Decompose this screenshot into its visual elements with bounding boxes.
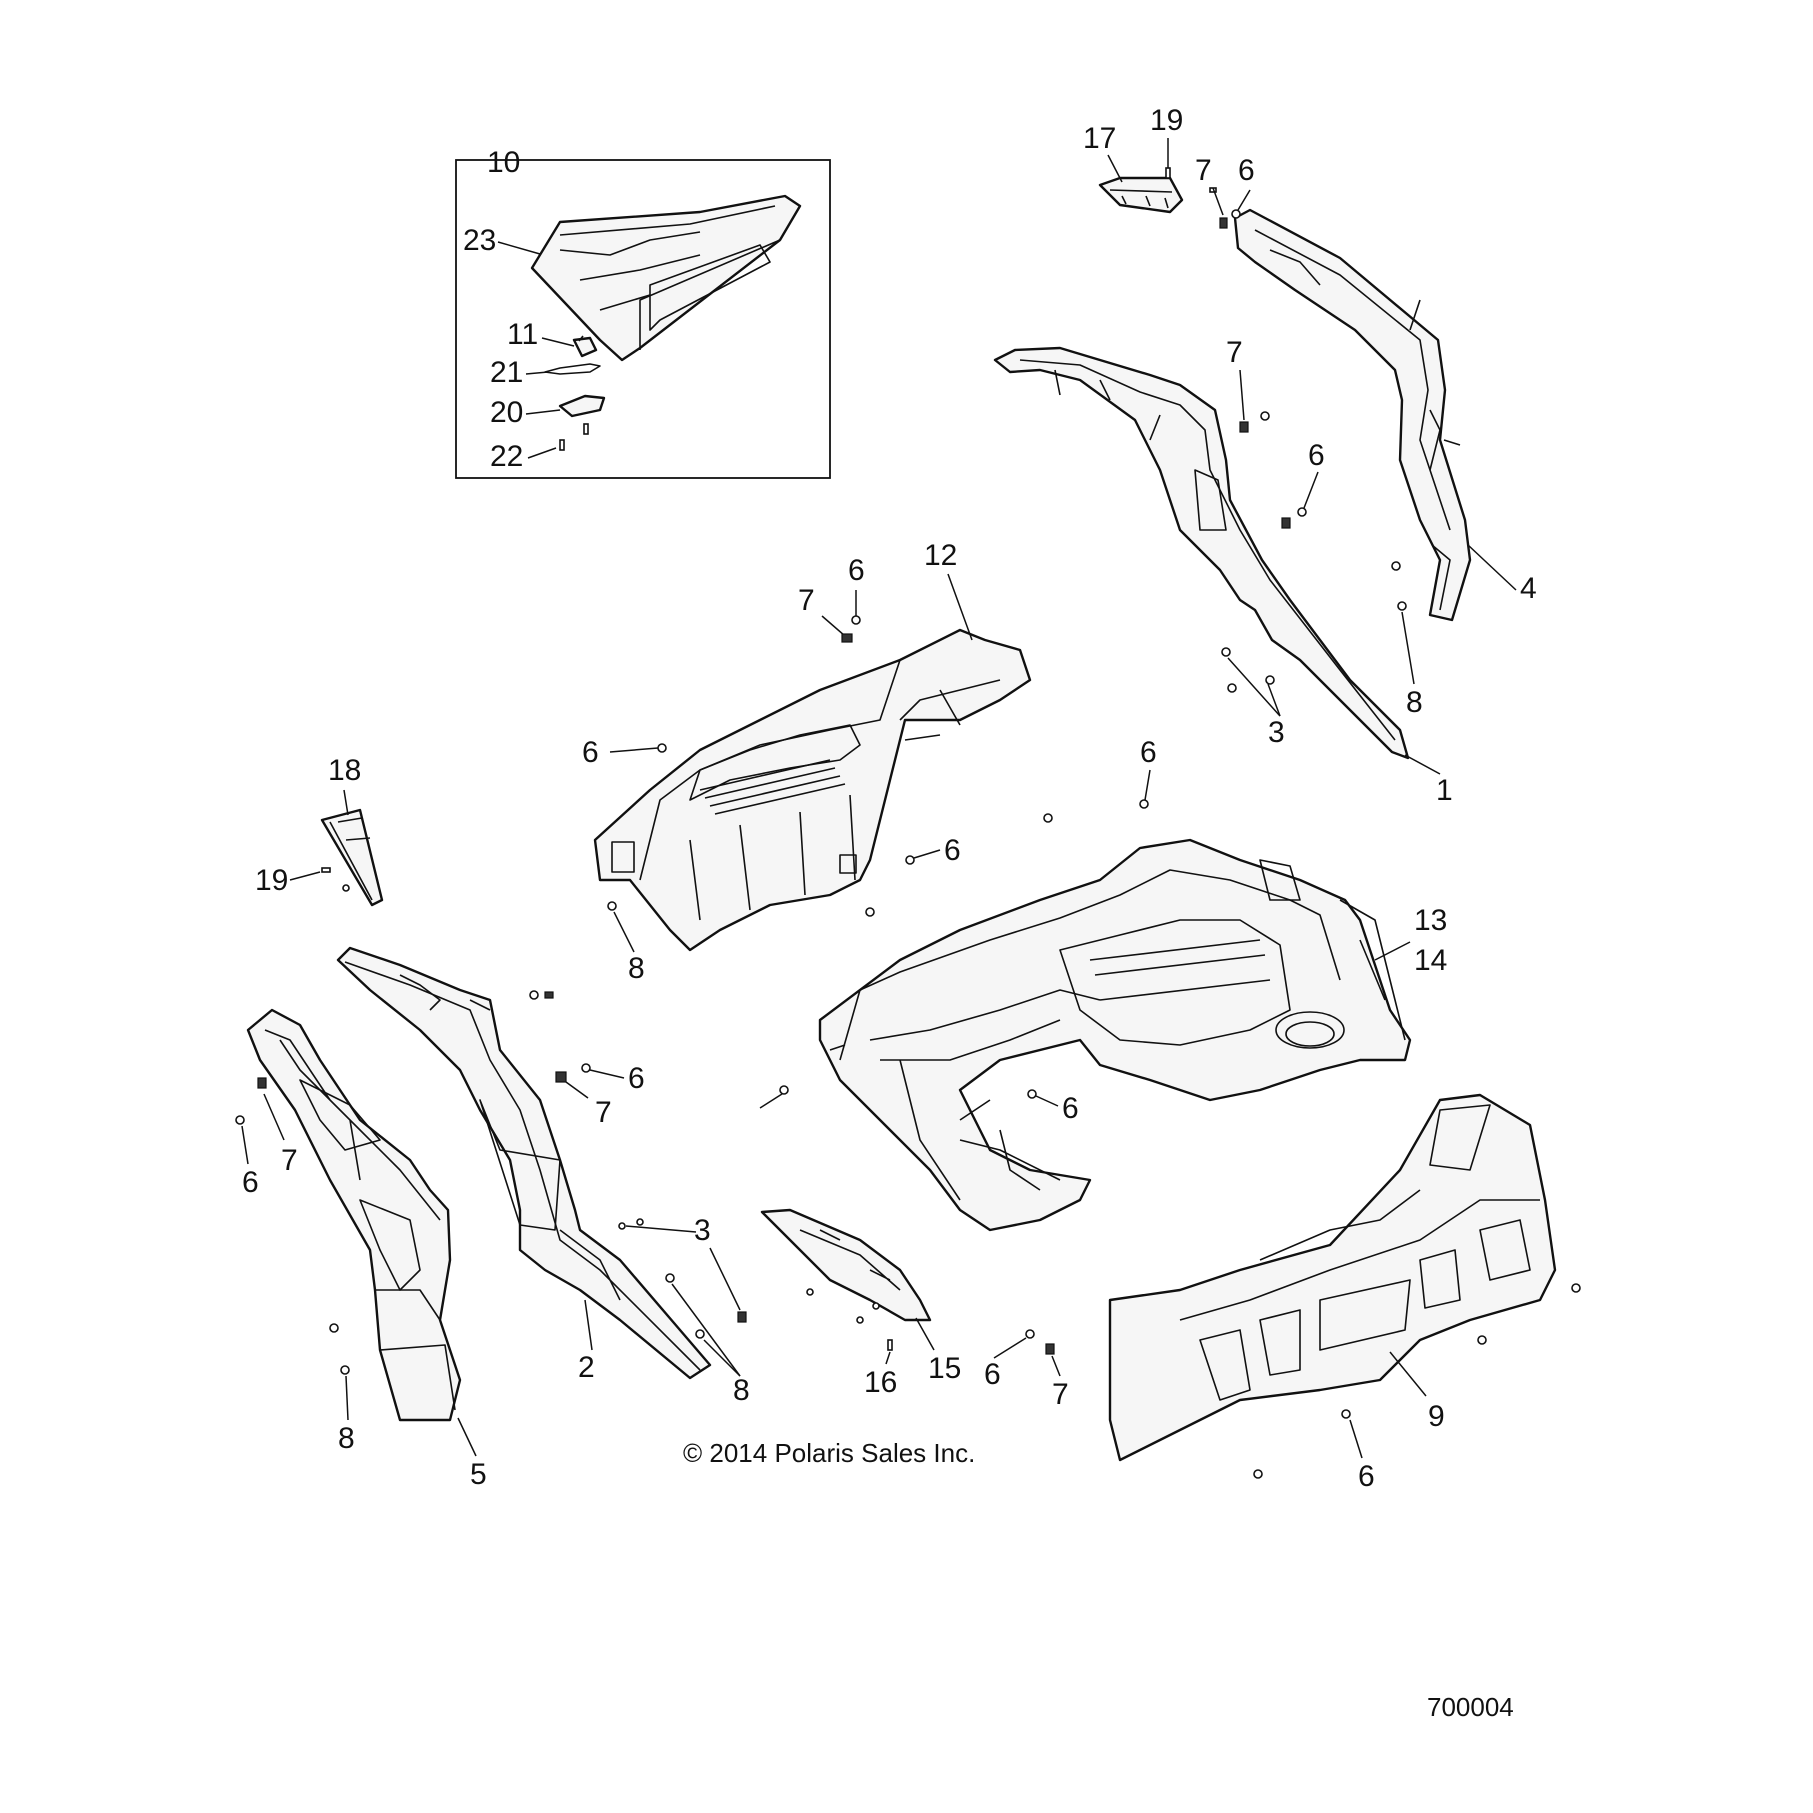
callout-7-topright: 7 (1195, 154, 1212, 187)
callout-16: 16 (864, 1366, 897, 1399)
copyright-notice: © 2014 Polaris Sales Inc. (683, 1438, 975, 1468)
latch-part-11 (572, 335, 598, 358)
callout-12: 12 (924, 539, 957, 572)
callout-6-box-left: 6 (582, 736, 599, 769)
callout-4: 4 (1520, 572, 1537, 605)
callout-8-leftpanel: 8 (338, 1422, 355, 1455)
callout-21: 21 (490, 356, 523, 389)
callout-8-box: 8 (628, 952, 645, 985)
callout-6-tailgate: 6 (1358, 1460, 1375, 1493)
callout-6-cargo-top: 6 (1140, 736, 1157, 769)
left-side-panel-part-5 (246, 1008, 462, 1422)
callout-6-rail: 6 (628, 1062, 645, 1095)
side-rail-part-1 (993, 346, 1410, 760)
callout-22: 22 (490, 440, 523, 473)
callout-8-rail: 8 (733, 1374, 750, 1407)
callout-1: 1 (1436, 774, 1453, 807)
callout-19-left: 19 (255, 864, 288, 897)
callout-7-leftpanel: 7 (281, 1144, 298, 1177)
callout-5: 5 (470, 1458, 487, 1491)
callout-18: 18 (328, 754, 361, 787)
callout-6-box-top: 6 (848, 554, 865, 587)
storage-tray-part-23 (530, 194, 802, 362)
callout-10: 10 (487, 146, 520, 179)
callout-7-mid: 7 (1226, 336, 1243, 369)
callout-15: 15 (928, 1352, 961, 1385)
screw-part-22a (559, 439, 565, 451)
callout-9: 9 (1428, 1400, 1445, 1433)
callout-7-rail: 7 (595, 1096, 612, 1129)
cable-part-21 (544, 363, 601, 375)
front-storage-box-part-12 (593, 628, 1032, 952)
callout-3-right: 3 (1268, 716, 1285, 749)
callout-3-left: 3 (694, 1214, 711, 1247)
screw-part-22b (583, 423, 589, 435)
callout-7-box: 7 (798, 584, 815, 617)
callout-7-floor: 7 (1052, 1378, 1069, 1411)
callout-14: 14 (1414, 944, 1447, 977)
inset-box-storage-tray: 10 23 11 21 20 22 (455, 146, 831, 479)
callout-2: 2 (578, 1351, 595, 1384)
callout-6-leftpanel: 6 (242, 1166, 259, 1199)
callout-8-right: 8 (1406, 686, 1423, 719)
plate-part-20 (558, 394, 606, 418)
callout-20: 20 (490, 396, 523, 429)
callout-6-cargo-left: 6 (944, 834, 961, 867)
tailgate-panel-part-9 (1108, 1093, 1557, 1462)
cargo-box-part-13-14 (818, 838, 1412, 1232)
callout-6-mid: 6 (1308, 439, 1325, 472)
callout-23: 23 (463, 224, 496, 257)
floor-bracket-part-15 (760, 1208, 932, 1322)
figure-number: 700004 (1427, 1692, 1514, 1722)
callout-11: 11 (507, 318, 538, 351)
callout-13: 13 (1414, 904, 1447, 937)
left-side-rail-part-2 (336, 946, 712, 1380)
callout-19-top: 19 (1150, 104, 1183, 137)
right-side-panel-part-4 (1233, 208, 1472, 622)
callout-6-cargo-inner: 6 (1062, 1092, 1079, 1125)
callout-6-floor: 6 (984, 1358, 1001, 1391)
callout-17: 17 (1083, 122, 1116, 155)
callout-6-topright: 6 (1238, 154, 1255, 187)
bracket-part-18 (320, 808, 384, 907)
